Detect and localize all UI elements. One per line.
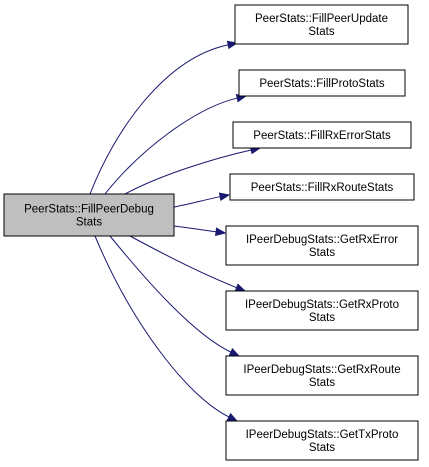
callee-node-box [225, 355, 419, 396]
arrowhead [228, 347, 241, 357]
callee-node[interactable]: PeerStats::FillProtoStats [238, 69, 406, 97]
arrowhead [218, 192, 231, 202]
source-node-label: Stats [76, 217, 102, 229]
callee-node-box [238, 69, 406, 97]
call-edge [94, 235, 230, 418]
callee-node-label: Stats [309, 247, 335, 259]
call-edge [104, 97, 238, 195]
callee-node-label: IPeerDebugStats::GetRxRoute [243, 364, 400, 376]
source-node-box [3, 193, 175, 237]
callee-node-box [229, 173, 415, 201]
callee-node[interactable]: PeerStats::FillRxRouteStats [229, 173, 415, 201]
call-edge [173, 225, 217, 233]
callee-node[interactable]: PeerStats::FillRxErrorStats [232, 121, 412, 149]
callee-node-label: IPeerDebugStats::GetRxProto [245, 299, 399, 311]
callee-node-label: PeerStats::FillRxRouteStats [251, 182, 394, 194]
callee-node-label: PeerStats::FillPeerUpdate [255, 13, 388, 25]
callee-node-label: IPeerDebugStats::GetRxError [246, 234, 398, 246]
callee-node-box [232, 121, 412, 149]
callee-node-label: PeerStats::FillRxErrorStats [253, 130, 391, 142]
node-layer: PeerStats::FillPeerDebugStatsPeerStats::… [3, 4, 419, 461]
call-edge [173, 196, 221, 208]
arrowhead [215, 227, 227, 237]
callee-node-label: Stats [309, 377, 335, 389]
call-edge [89, 44, 229, 195]
callee-node-box [225, 290, 419, 331]
callee-node-box [234, 4, 409, 45]
callee-node-box [225, 225, 419, 266]
arrowhead [226, 412, 239, 422]
arrowhead [234, 283, 247, 292]
callee-node-box [225, 420, 419, 461]
call-edge [109, 235, 232, 353]
source-node-label: PeerStats::FillPeerDebug [24, 204, 154, 216]
callee-node-label: PeerStats::FillProtoStats [259, 78, 385, 90]
callee-node-label: IPeerDebugStats::GetTxProto [246, 429, 399, 441]
call-edge [124, 149, 252, 195]
call-edge [129, 235, 237, 289]
callee-node-label: Stats [309, 442, 335, 454]
callee-node-label: Stats [309, 312, 335, 324]
callee-node-label: Stats [308, 26, 334, 38]
